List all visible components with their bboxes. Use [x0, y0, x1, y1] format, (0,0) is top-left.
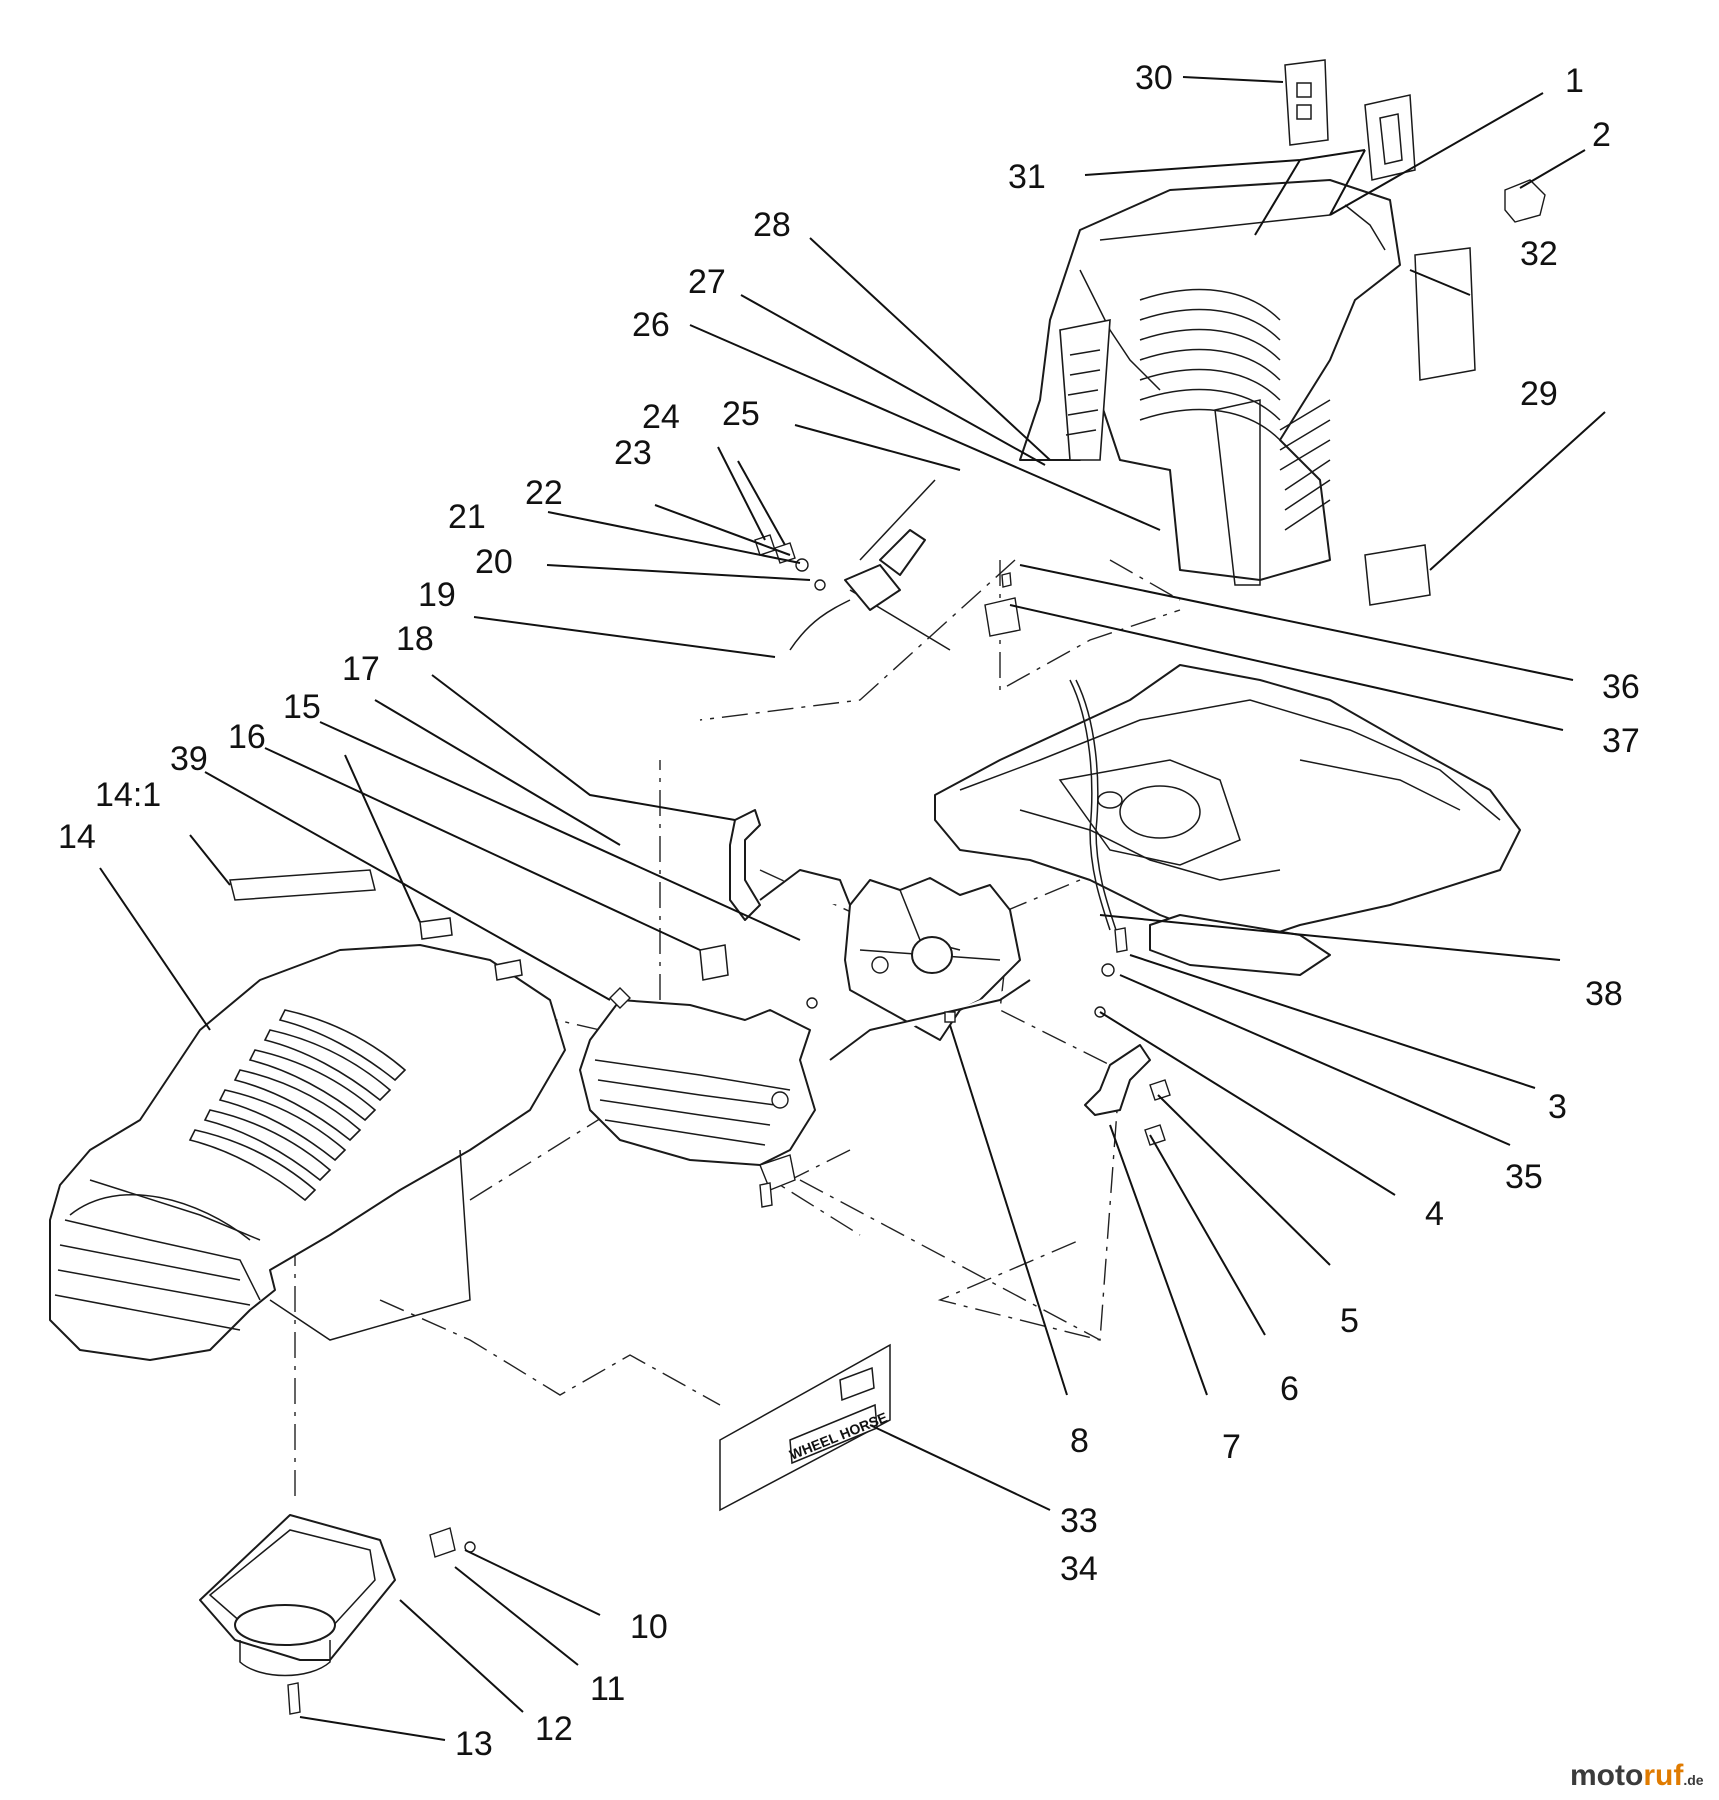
cable-and-brackets	[984, 572, 1117, 931]
throttle-linkage	[754, 479, 951, 651]
hood	[49, 869, 566, 1361]
callout-14-1: 14:1	[95, 776, 161, 814]
callout-24: 24	[642, 398, 680, 436]
front-grille-assembly	[579, 944, 818, 1208]
leader-lines	[99, 76, 1606, 1741]
rear-fender-pod	[1019, 179, 1401, 586]
watermark-logo: motoruf.de	[1570, 1759, 1704, 1792]
dash-console	[759, 869, 1031, 1061]
callout-39: 39	[170, 740, 208, 778]
callout-8: 8	[1070, 1422, 1089, 1460]
callout-11: 11	[590, 1670, 625, 1708]
callout-32: 32	[1520, 235, 1558, 273]
callout-12: 12	[535, 1710, 573, 1748]
callout-1: 1	[1565, 62, 1584, 100]
callout-30: 30	[1135, 59, 1173, 97]
watermark-part2: ruf	[1643, 1759, 1684, 1792]
callout-33: 33	[1060, 1502, 1098, 1540]
callout-31: 31	[1008, 158, 1046, 196]
lower-brackets	[1084, 927, 1171, 1146]
callout-26: 26	[632, 306, 670, 344]
callout-17: 17	[342, 650, 380, 688]
callout-6: 6	[1280, 1370, 1299, 1408]
callout-16: 16	[228, 718, 266, 756]
svg-text:motoruf.de: motoruf.de	[1570, 1759, 1704, 1792]
callout-10: 10	[630, 1608, 668, 1646]
decal-32	[1414, 247, 1476, 381]
callout-28: 28	[753, 206, 791, 244]
callout-3: 3	[1548, 1088, 1567, 1126]
callout-37: 37	[1602, 722, 1640, 760]
decal-30	[1284, 59, 1329, 146]
callout-18: 18	[396, 620, 434, 658]
watermark-suffix: .de	[1683, 1772, 1703, 1788]
underhood-pan-12	[199, 1514, 476, 1715]
callout-7: 7	[1222, 1428, 1241, 1466]
callout-38: 38	[1585, 975, 1623, 1013]
callout-25: 25	[722, 395, 760, 433]
callout-36: 36	[1602, 668, 1640, 706]
knob-2	[1504, 179, 1546, 223]
callout-15: 15	[283, 688, 321, 726]
callout-5: 5	[1340, 1302, 1359, 1340]
callout-2: 2	[1592, 116, 1611, 154]
callout-13: 13	[455, 1725, 493, 1763]
callout-34: 34	[1060, 1550, 1098, 1588]
fender-decals	[1284, 59, 1546, 606]
callout-4: 4	[1425, 1195, 1444, 1233]
callout-14: 14	[58, 818, 96, 856]
callout-22: 22	[525, 474, 563, 512]
hood-side-decal: WHEEL HORSE	[719, 1343, 891, 1512]
hood-strip-14-1	[229, 869, 376, 901]
callout-labels: 30 1 2 31 32 28 27 26 29 24 25 23 22 21 …	[58, 59, 1640, 1763]
floor-pan	[934, 664, 1521, 976]
decal-29	[1364, 544, 1431, 606]
callout-27: 27	[688, 263, 726, 301]
callout-19: 19	[418, 576, 456, 614]
callout-20: 20	[475, 543, 513, 581]
callout-23: 23	[614, 434, 652, 472]
callout-35: 35	[1505, 1158, 1543, 1196]
callout-21: 21	[448, 498, 486, 536]
bracket-18	[729, 809, 761, 921]
watermark-part1: moto	[1570, 1759, 1643, 1792]
callout-29: 29	[1520, 375, 1558, 413]
